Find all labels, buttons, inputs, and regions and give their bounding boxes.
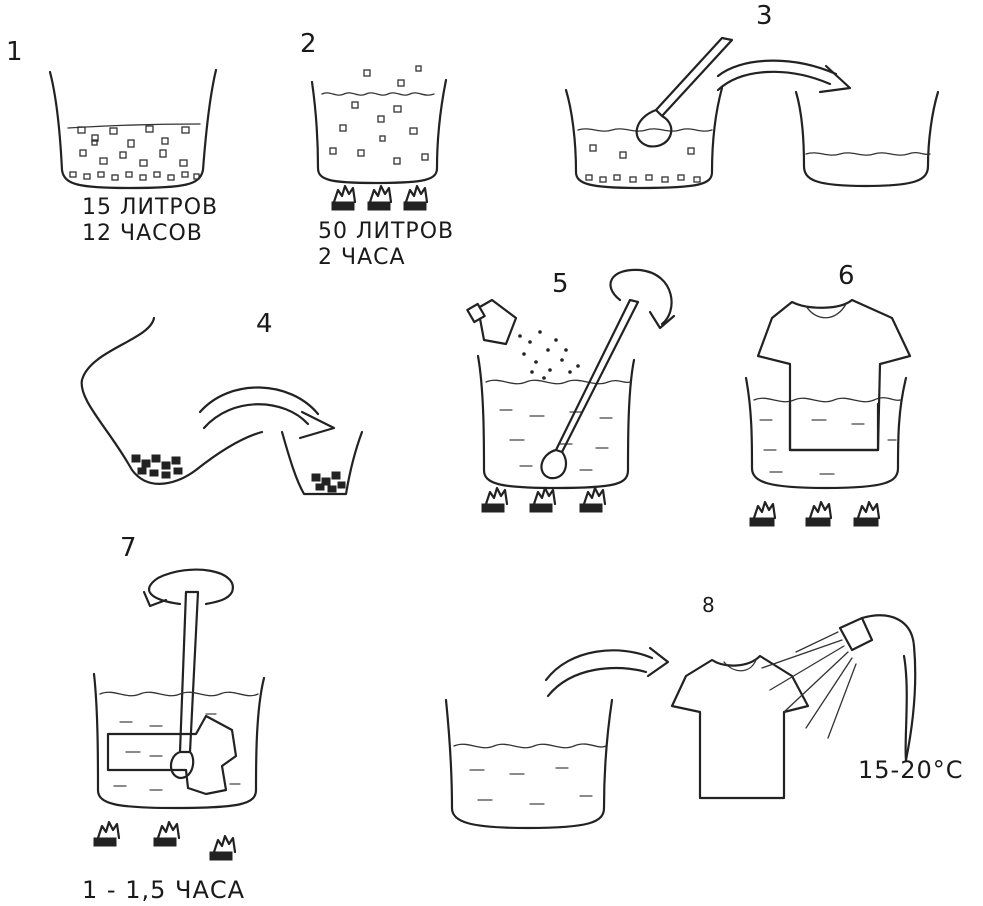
step-7-shirt [106, 714, 238, 796]
step-8-water-dashes [469, 767, 593, 805]
step-6-pot [744, 376, 908, 490]
step-7-water-dashes [113, 713, 241, 791]
step-8-arrow [544, 649, 654, 698]
step-8-number: 8 [702, 593, 715, 617]
step-6-water-dashes [759, 419, 897, 475]
step-4-cup [280, 430, 364, 496]
step-5: 5 [466, 268, 676, 513]
step-2-number: 2 [300, 29, 317, 59]
step-7: 7 1 - 1,5 ЧАСА [82, 533, 266, 904]
step-3-left-chips [585, 144, 701, 183]
step-8-shirt [670, 654, 810, 800]
step-2-time-label: 2 ЧАСА [318, 245, 406, 270]
step-3-arrow-head [818, 64, 852, 94]
step-5-number: 5 [552, 269, 569, 299]
step-4: 4 [80, 309, 364, 496]
step-5-burners [481, 486, 607, 513]
step-5-water-dashes [499, 409, 613, 471]
step-8-temperature-label: 15-20°C [858, 756, 964, 784]
step-4-arrow [198, 386, 320, 430]
step-1-chips [69, 125, 200, 181]
step-1-pot [48, 68, 218, 190]
step-5-stirrer [540, 298, 640, 480]
step-6-water [753, 397, 901, 403]
step-1-water-line [67, 123, 201, 129]
step-2-chips [329, 65, 429, 165]
step-7-water [99, 691, 259, 697]
step-3-ladle [635, 36, 734, 148]
step-8-shirt-collar [723, 659, 757, 672]
step-2-pot [310, 78, 448, 185]
step-2: 2 50 ЛИТРОВ 2 ЧАСА [300, 29, 454, 270]
step-4-cup-chips [311, 471, 346, 493]
step-3: 3 [564, 1, 940, 190]
step-8-shower-head [838, 614, 917, 762]
step-8-shower-hose [902, 654, 908, 762]
step-2-volume-label: 50 ЛИТРОВ [318, 219, 454, 244]
step-4-strainer-chips [131, 454, 183, 479]
step-4-arrow-head [298, 410, 336, 440]
step-6-number: 6 [838, 261, 855, 291]
step-6-shirt [756, 298, 912, 452]
step-8-arrow-head [646, 646, 670, 678]
step-5-rotate-arrow [609, 268, 673, 326]
step-6-shirt-collar [805, 303, 847, 319]
step-6-shirt-immersed [788, 402, 880, 452]
step-4-strainer [80, 316, 264, 485]
step-5-bottle [476, 298, 518, 346]
step-1-number: 1 [6, 37, 23, 67]
step-8-pot [444, 698, 614, 830]
step-3-right-pot [794, 90, 940, 188]
step-7-time-label: 1 - 1,5 ЧАСА [82, 876, 245, 904]
step-7-burners [93, 820, 237, 861]
step-4-number: 4 [256, 309, 273, 339]
step-2-burners [331, 184, 429, 211]
step-7-stirrer [169, 590, 200, 780]
step-3-left-water [577, 128, 713, 132]
step-5-rotate-arrow-head [648, 310, 676, 330]
step-1-volume-label: 15 ЛИТРОВ [82, 195, 218, 220]
step-5-pot [476, 354, 636, 490]
step-6: 6 [744, 261, 912, 527]
step-6-burners [749, 500, 881, 527]
step-5-water [485, 379, 631, 385]
step-1: 1 15 ЛИТРОВ 12 ЧАСОВ [6, 37, 218, 246]
step-7-rotate-arrow [147, 568, 234, 606]
step-5-powder-dots [518, 330, 580, 380]
step-3-right-water [805, 151, 931, 156]
step-5-bottle-cap [466, 302, 486, 324]
step-7-rotate-arrow-head [142, 590, 168, 608]
step-7-pot [92, 672, 266, 810]
step-2-water-line [321, 92, 435, 96]
step-8-water-spray [761, 631, 857, 739]
step-1-time-label: 12 ЧАСОВ [82, 221, 203, 246]
step-3-left-pot [564, 86, 724, 190]
step-3-number: 3 [756, 1, 773, 31]
step-8: 8 15-20°C [444, 593, 964, 830]
step-3-arrow [716, 59, 838, 92]
step-8-water [453, 743, 607, 749]
step-7-number: 7 [120, 533, 137, 563]
